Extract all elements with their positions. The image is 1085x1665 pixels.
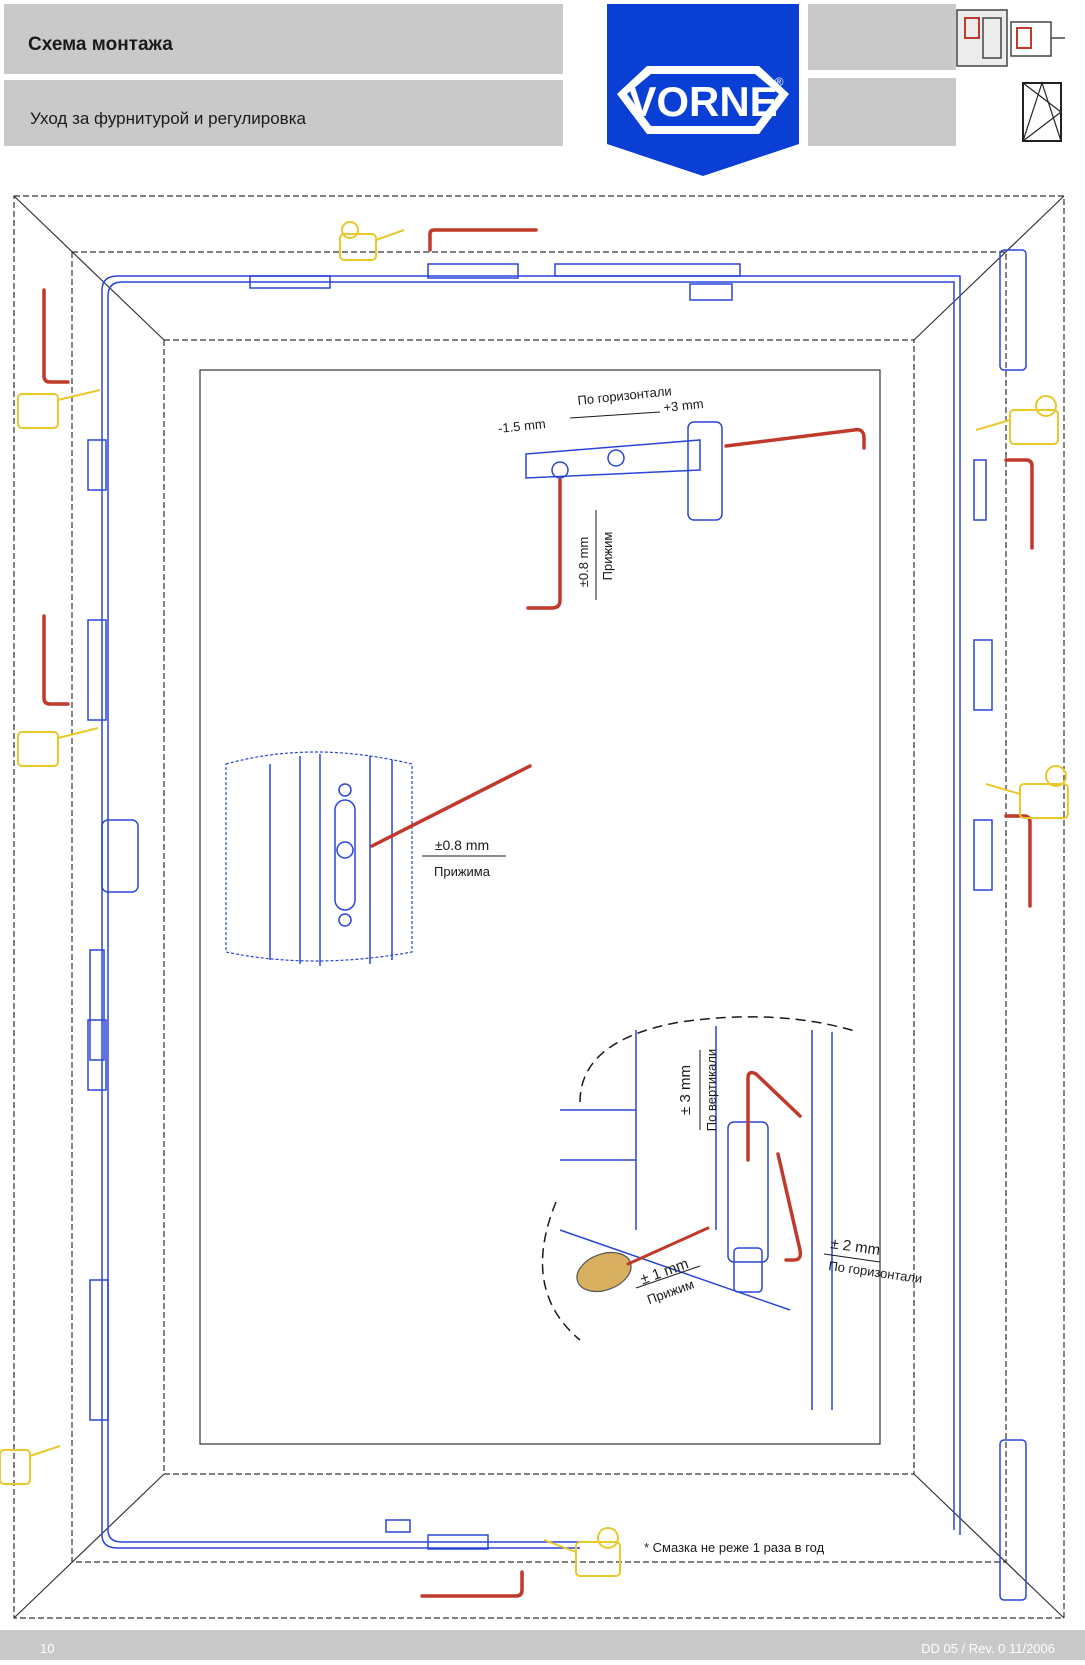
hex-key-icon (370, 764, 532, 848)
page-subtitle: Уход за фурнитурой и регулировка (30, 109, 306, 128)
oil-can-icon (17, 389, 101, 429)
screwdriver-icon (576, 1226, 710, 1293)
window-frame (13, 195, 1065, 1619)
top-hinge-clamp-value: ±0.8 mm (576, 537, 591, 587)
hex-key-icon (428, 228, 538, 252)
hex-keys (42, 228, 1034, 1598)
bottom-hinge-vertical-label: По вертикали (704, 1049, 719, 1131)
tilt-turn-window-icon (1022, 81, 1062, 142)
middle-cam-clamp-label: Прижима (434, 864, 491, 879)
svg-text:VORNE: VORNE (628, 78, 777, 125)
header-band-right-2 (808, 78, 956, 146)
top-hinge-plus-value: +3 mm (663, 396, 704, 415)
document-reference: DD 05 / Rev. 0 11/2006 (921, 1641, 1055, 1656)
header-band-right-1 (808, 4, 956, 70)
oil-can-icon (339, 221, 405, 261)
header-band-1 (4, 4, 563, 74)
window-hardware-diagram: По горизонтали -1.5 mm +3 mm ±0.8 mm При… (0, 195, 1069, 1619)
hex-key-icon (724, 427, 866, 450)
bottom-hinge-vertical-value: ± 3 mm (677, 1065, 694, 1115)
hex-key-icon (776, 1152, 803, 1262)
svg-text:®: ® (775, 75, 784, 89)
bottom-hinge-detail: ± 3 mm По вертикали ± 2 mm По горизонтал… (541, 1016, 924, 1410)
hardware-rail (87, 249, 1027, 1601)
hex-key-icon (526, 478, 562, 610)
middle-cam-detail: ±0.8 mm Прижима (225, 751, 532, 966)
top-hinge-detail: По горизонтали -1.5 mm +3 mm ±0.8 mm При… (497, 383, 866, 610)
hex-key-icon (42, 614, 70, 706)
header-band-2 (4, 80, 563, 146)
top-hinge-horizontal-label: По горизонтали (577, 383, 673, 408)
middle-cam-clamp-value: ±0.8 mm (435, 837, 489, 853)
profile-section-icon (956, 9, 1065, 67)
oil-can-icon (985, 765, 1069, 819)
bottom-hinge-horizontal-label: По горизонтали (828, 1258, 924, 1286)
top-hinge-clamp-label: Прижим (600, 532, 615, 581)
hex-key-icon (42, 288, 70, 384)
frame-miters (13, 195, 1065, 1619)
top-hinge-minus-value: -1.5 mm (497, 416, 546, 436)
page-title: Схема монтажа (28, 34, 173, 55)
hex-key-icon (1004, 814, 1032, 908)
hex-key-icon (746, 1070, 802, 1162)
oil-can-icon (975, 395, 1059, 445)
oil-can-icon (0, 1445, 61, 1485)
hex-key-icon (420, 1570, 524, 1598)
oil-cans (0, 221, 1069, 1577)
lubrication-note: * Смазка не реже 1 раза в год (644, 1540, 825, 1555)
bottom-hinge-horizontal-value: ± 2 mm (829, 1235, 881, 1259)
oil-can-icon (17, 727, 99, 767)
footer-band (0, 1630, 1085, 1660)
vorne-logo: VORNE ® (607, 4, 799, 176)
oil-can-icon (543, 1527, 621, 1577)
page-number: 10 (40, 1641, 55, 1656)
hex-key-icon (1004, 458, 1034, 550)
